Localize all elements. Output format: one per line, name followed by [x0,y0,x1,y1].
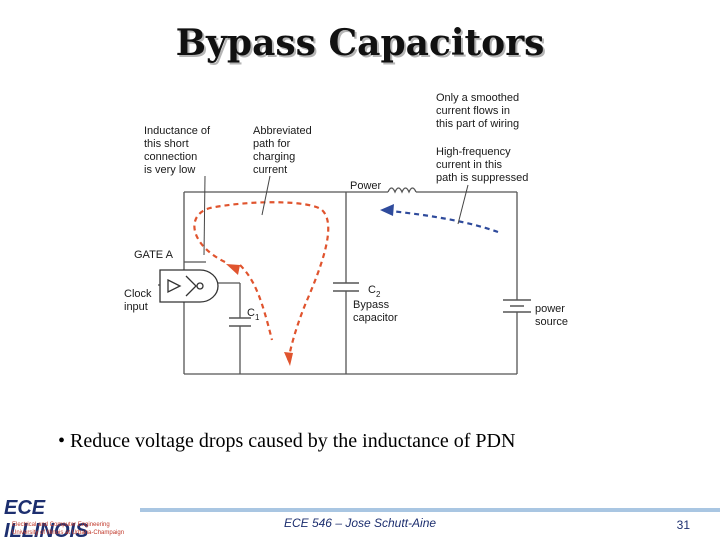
blue-arrowhead [380,204,394,216]
bullet-glyph: • [58,430,71,452]
label-hf-3: path is suppressed [436,172,528,184]
label-bypass-2: capacitor [353,312,398,324]
label-c1: C1 [247,307,260,322]
label-power: Power [350,180,382,192]
gate-a-symbol [159,269,219,303]
power-inductor [387,187,417,194]
bypass-capacitor-diagram: Inductance of this short connection is v… [124,92,568,375]
logo-wordmark: ECE ILLINOIS [4,497,89,542]
leader-lines [203,175,469,256]
slide-title: Bypass Capacitors [175,22,545,64]
label-gate-a: GATE A [134,249,174,261]
label-source-1: power [535,303,565,315]
label-abbrev-4: current [253,164,287,176]
label-inductance-3: connection [144,151,197,163]
red-arrowhead-upper [226,264,240,275]
label-inductance-2: this short [144,138,189,150]
capacitor-c2 [333,282,359,292]
label-smooth-1: Only a smoothed [436,92,519,104]
bullet-point: • Reduce voltage drops caused by the ind… [58,430,515,453]
red-arrowhead-lower [284,352,293,366]
capacitor-c1 [229,317,251,327]
battery-symbol [503,299,531,313]
label-smooth-3: this part of wiring [436,118,519,130]
label-abbrev-2: path for [253,138,291,150]
label-source-2: source [535,316,568,328]
label-bypass-1: Bypass [353,299,390,311]
label-smooth-2: current flows in [436,105,510,117]
blue-suppressed-path [389,209,499,234]
label-inductance-4: is very low [144,164,195,176]
label-clock-1: Clock [124,288,152,300]
label-abbrev-3: charging [253,151,295,163]
label-clock-2: input [124,301,148,313]
label-inductance-1: Inductance of [144,125,211,137]
footer-text: ECE 546 – Jose Schutt-Aine [283,516,437,530]
logo-line-2: University of Illinois at Urbana-Champai… [12,530,125,536]
page-number: 31 [676,518,690,532]
label-hf-2: current in this [436,159,503,171]
bullet-text: Reduce voltage drops caused by the induc… [70,430,516,452]
logo-line-1: Electrical and Computer Engineering [12,522,110,528]
footer-divider [140,508,720,512]
label-abbrev-1: Abbreviated [253,125,312,137]
label-c2: C2 [368,284,381,299]
ece-illinois-logo: ECE ILLINOIS Electrical and Computer Eng… [2,497,132,542]
label-hf-1: High-frequency [436,146,511,158]
red-charging-path [193,201,330,363]
